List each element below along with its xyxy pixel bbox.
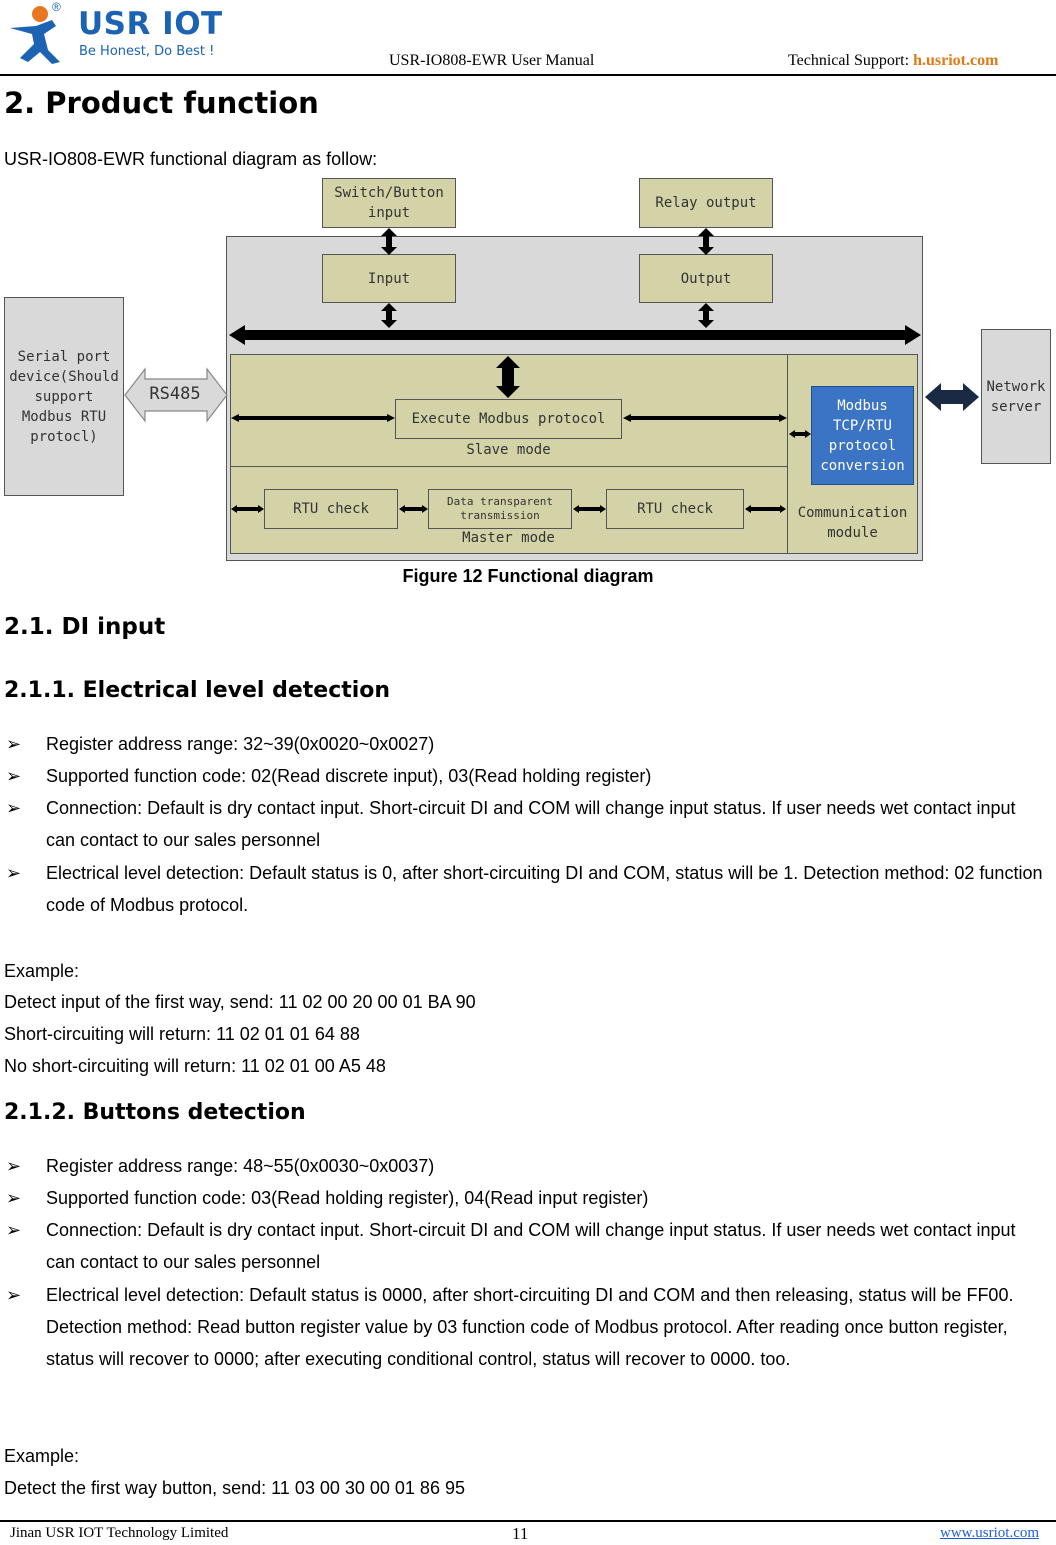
example-line: Short-circuiting will return: 11 02 01 0… — [4, 1024, 360, 1044]
double-arrow-icon — [789, 430, 811, 438]
example-line: Detect input of the first way, send: 11 … — [4, 992, 476, 1012]
double-arrow-icon — [381, 228, 397, 255]
section-title-electrical-level: 2.1.1. Electrical level detection — [4, 678, 391, 703]
usr-iot-logo-figure-icon — [10, 6, 60, 64]
rtu-check-right-box: RTU check — [606, 489, 744, 529]
footer-divider — [0, 1520, 1056, 1522]
header-divider — [0, 74, 1056, 76]
bus-arrow-icon — [229, 325, 921, 345]
section-intro: USR-IO808-EWR functional diagram as foll… — [4, 149, 378, 169]
double-arrow-icon — [231, 414, 395, 422]
slave-mode-label: Slave mode — [466, 442, 551, 458]
bullet-arrow-icon: ➢ — [6, 766, 22, 786]
section-title-buttons-detection: 2.1.2. Buttons detection — [4, 1100, 306, 1125]
rtu-check-left-box: RTU check — [264, 489, 398, 529]
double-arrow-icon — [573, 505, 606, 513]
header-manual-title: USR-IO808-EWR User Manual — [389, 52, 595, 69]
modbus-conversion-box: Modbus TCP/RTU protocol conversion — [811, 386, 914, 485]
header-support: Technical Support: h.usriot.com — [788, 52, 998, 70]
support-link[interactable]: h.usriot.com — [913, 52, 999, 69]
footer-company: Jinan USR IOT Technology Limited — [10, 1525, 229, 1541]
bullet-arrow-icon: ➢ — [6, 1188, 22, 1208]
section-title-di-input: 2.1. DI input — [4, 614, 166, 640]
double-arrow-icon — [698, 303, 714, 328]
logo-registered-mark: ® — [52, 0, 61, 14]
example-label: Example: — [4, 1446, 80, 1466]
bullet-arrow-icon: ➢ — [6, 798, 22, 818]
example-line: Detect the first way button, send: 11 03… — [4, 1478, 465, 1498]
logo-text: USR IOT — [78, 6, 223, 42]
execute-modbus-protocol-box: Execute Modbus protocol — [395, 399, 622, 439]
rs485-arrow-icon — [124, 367, 228, 423]
double-arrow-icon — [745, 505, 786, 513]
double-arrow-icon — [623, 414, 787, 422]
bullet-arrow-icon: ➢ — [6, 1285, 22, 1305]
input-box: Input — [322, 254, 456, 303]
footer-website-link[interactable]: www.usriot.com — [940, 1525, 1040, 1541]
example-line: No short-circuiting will return: 11 02 0… — [4, 1056, 386, 1076]
example-label: Example: — [4, 961, 80, 981]
master-mode-label: Master mode — [462, 530, 555, 546]
rs485-label: RS485 — [149, 384, 201, 404]
double-arrow-icon — [698, 228, 714, 255]
logo-slogan: Be Honest, Do Best ! — [79, 44, 215, 59]
double-arrow-icon — [381, 303, 397, 328]
relay-output-box: Relay output — [639, 178, 773, 228]
support-label: Technical Support: — [788, 52, 914, 69]
figure-caption: Figure 12 Functional diagram — [402, 566, 654, 586]
section-title-product-function: 2. Product function — [4, 86, 319, 120]
switch-button-input-box: Switch/Button input — [322, 178, 456, 228]
double-arrow-icon — [231, 505, 264, 513]
double-arrow-icon — [399, 505, 428, 513]
bullet-arrow-icon: ➢ — [6, 1220, 22, 1240]
network-server-box: Network server — [981, 329, 1051, 464]
serial-port-device-box: Serial port device(Should support Modbus… — [4, 297, 124, 496]
page-number: 11 — [512, 1524, 529, 1543]
output-box: Output — [639, 254, 773, 303]
double-arrow-icon — [496, 356, 520, 398]
bullet-arrow-icon: ➢ — [6, 863, 22, 883]
communication-module-label: Communication module — [797, 505, 908, 541]
data-transparent-box: Data transparent transmission — [428, 489, 572, 529]
network-arrow-icon — [925, 383, 979, 411]
diagram-arrows — [229, 228, 979, 513]
bullet-arrow-icon: ➢ — [6, 734, 22, 754]
bullet-arrow-icon: ➢ — [6, 1156, 22, 1176]
functional-diagram: Switch/Button input Relay output Input O… — [0, 170, 1056, 566]
